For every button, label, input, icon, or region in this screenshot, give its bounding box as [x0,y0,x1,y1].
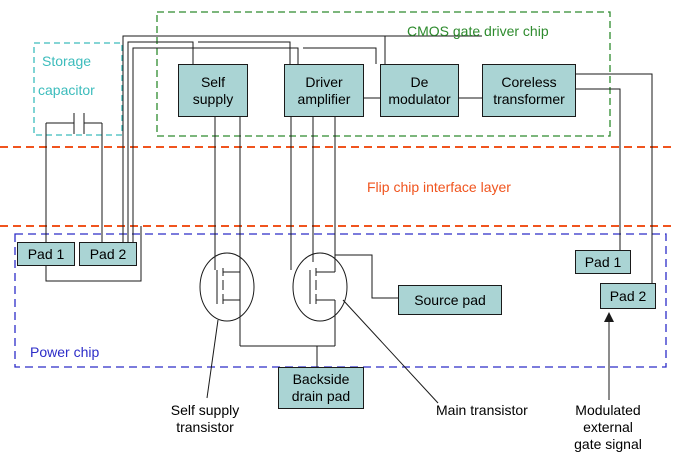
wire-pad-bus-to-self-supply [127,41,194,242]
self-supply-block: Self supply [178,64,248,117]
modulated-signal-label: Modulated external gate signal [574,402,642,452]
pointer-self-supply-transistor [206,319,219,399]
driver-amplifier-block: Driver amplifier [284,64,364,117]
storage-region-label-line2: capacitor [38,82,95,98]
power-chip-label: Power chip [30,344,100,360]
pad2-left: Pad 2 [79,242,137,266]
cmos-region-label: CMOS gate driver chip [407,23,549,39]
wire-coreless-to-pad1-right [576,88,621,250]
main-transistor-symbol [292,252,348,322]
wire-pad1-left-loop [45,226,142,282]
self-supply-transistor-symbol [199,252,255,322]
pad1-left: Pad 1 [17,242,75,266]
demodulator-block: De modulator [380,64,459,117]
self-supply-transistor-label: Self supply transistor [170,402,240,435]
cmos-region-border [156,11,611,137]
pointer-main-transistor [342,299,439,404]
source-pad: Source pad [398,285,502,315]
wire-pad2-to-demodulator [122,35,386,242]
wire-coreless-to-pad2-right [576,73,653,286]
storage-region-label-line1: Storage [42,53,92,69]
wire-main-to-source-pad [335,254,398,299]
main-transistor-label: Main transistor [436,402,528,418]
wire-pad-bus-to-driver [132,47,299,242]
pad1-right: Pad 1 [575,250,631,274]
wire-self-supply-bus [198,41,291,64]
backside-drain-pad: Backside drain pad [278,367,364,409]
coreless-transformer-block: Coreless transformer [482,64,576,117]
pad2-right: Pad 2 [600,283,656,309]
modulated-signal-arrowhead [604,312,614,322]
storage-region-border [33,42,123,136]
wire-driver-to-demod-bus [303,47,377,64]
flip-chip-label: Flip chip interface layer [367,179,511,195]
